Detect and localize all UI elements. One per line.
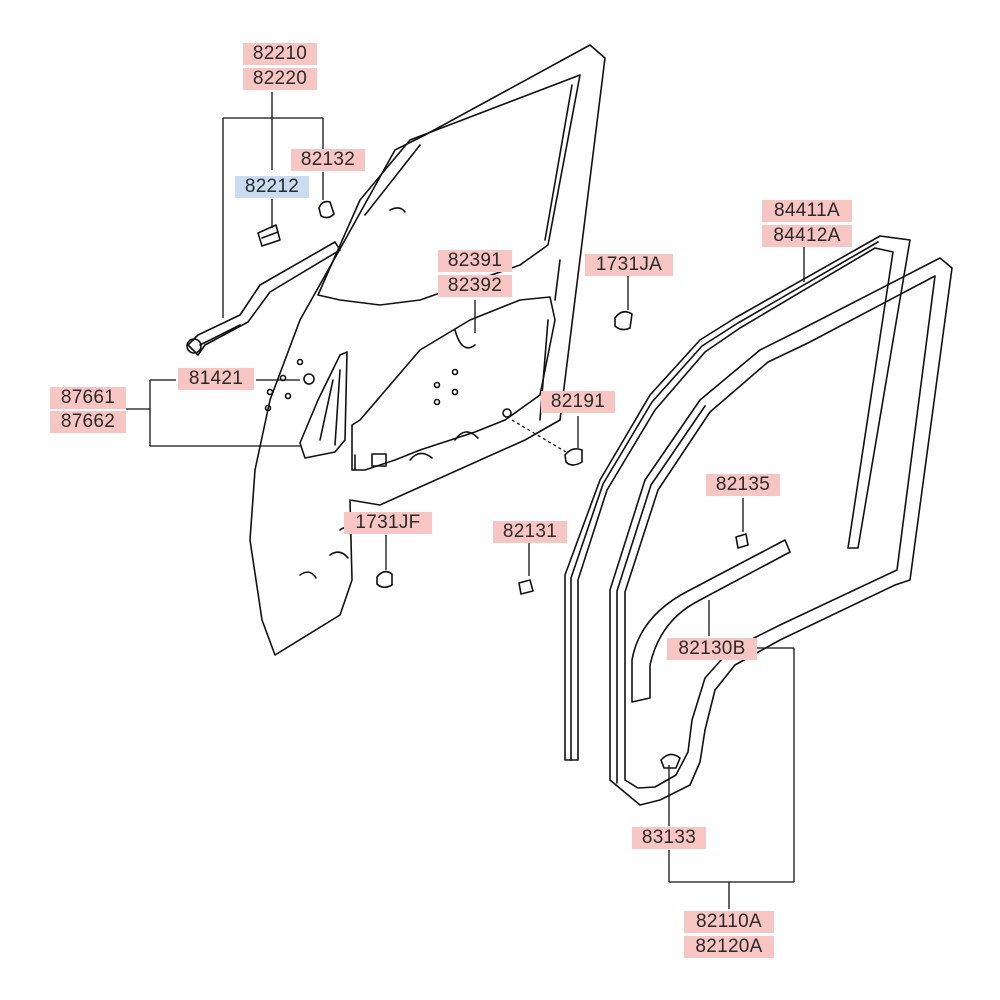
clip-83133-drawing: [660, 753, 681, 769]
part-label-82131: 82131: [493, 521, 567, 543]
part-label-82220: 82220: [243, 68, 317, 90]
part-label-84411a: 84411A: [762, 200, 852, 222]
part-label-1731jf: 1731JF: [344, 512, 432, 534]
door-panel-drawing: [249, 44, 606, 656]
part-label-1731ja: 1731JA: [585, 254, 673, 276]
leader-lines: [126, 92, 805, 909]
part-label-82392: 82392: [438, 275, 512, 297]
part-label-82130b: 82130B: [667, 638, 757, 660]
corner-cover-drawing: [299, 351, 348, 459]
part-label-82210: 82210: [243, 43, 317, 65]
belt-weatherstrip-drawing: [186, 241, 341, 356]
clip-1731jf-drawing: [376, 570, 393, 589]
clip-82191-drawing: [564, 448, 583, 466]
part-label-82135: 82135: [706, 474, 780, 496]
door-seal-drawing: [609, 257, 953, 806]
part-label-83133: 83133: [632, 827, 706, 849]
part-label-82120a: 82120A: [684, 936, 774, 958]
clip-82212-drawing: [257, 224, 281, 247]
part-label-82110a: 82110A: [684, 911, 774, 933]
part-label-82212: 82212: [235, 176, 309, 198]
part-label-81421: 81421: [178, 368, 254, 390]
door-frame-weatherstrip-drawing: [564, 235, 911, 761]
part-82135-drawing: [735, 533, 749, 549]
part-label-82191: 82191: [541, 391, 615, 413]
part-label-82132: 82132: [291, 149, 365, 171]
clip-1731ja-drawing: [614, 310, 633, 331]
part-label-84412a: 84412A: [762, 225, 852, 247]
part-label-82391: 82391: [438, 250, 512, 272]
part-label-87662: 87662: [50, 411, 126, 433]
part-label-87661: 87661: [50, 387, 126, 409]
inner-strip-drawing: [631, 539, 791, 703]
clip-82132-drawing: [318, 200, 335, 219]
part-82131-drawing: [518, 579, 534, 595]
